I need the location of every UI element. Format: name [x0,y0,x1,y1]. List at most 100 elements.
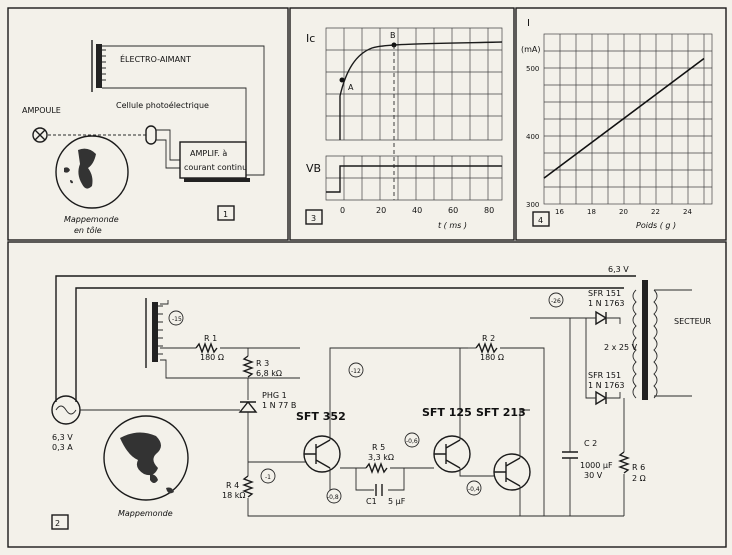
fig2-number-box [51,514,69,530]
r1-value: 180 Ω [200,353,224,362]
transformer-25v-label: 2 x 25 V [604,343,638,352]
fig4-ytick-label: 500 [526,65,539,73]
electromagnet2-icon [152,302,158,362]
node-m15 [168,310,184,326]
node-m04-label: -0,4 [468,486,480,493]
lamp-voltage-label: 6,3 V [52,433,73,442]
resistor-r6 [618,451,630,474]
fig3-tick-20: 20 [376,206,386,215]
node-m26-label: -26 [551,298,561,305]
amplifier-label-1: AMPLIF. à [190,149,227,158]
globe-label-2: en tôle [74,225,102,235]
c1-value: 5 µF [388,497,406,506]
lamp-label: AMPOULE [22,106,61,115]
fig3-number-box [305,209,323,225]
point-b-label: B [390,31,396,40]
fig4-xtick-label: 16 [555,208,564,216]
electromagnet-label: ÉLECTRO-AIMANT [120,53,191,64]
c2-value-1: 1000 µF [580,461,613,470]
fig3-x-label: t ( ms ) [438,221,467,230]
resistor-r2 [475,342,498,354]
r5-label: R 5 [372,443,385,452]
fig3-tick-60: 60 [448,206,458,215]
fig1-drawing [32,40,265,221]
panel-fig4 [515,7,727,241]
node-m06-label: -0,6 [406,438,418,445]
node-m06 [404,432,420,448]
diode-d1-ref: 1 N 1763 [588,299,625,308]
lamp-icon [32,127,48,143]
fig2-number: 2 [55,519,60,528]
electromagnet-coil-icon [96,44,102,88]
c2-value-2: 30 V [584,471,603,480]
resistor-r4 [242,475,254,498]
fig3-tick-80: 80 [484,206,494,215]
fig4-ytick-label: 300 [526,201,539,209]
amplifier-box [179,141,247,179]
node-m12 [348,362,364,378]
panel-fig2 [7,241,727,548]
r6-value: 2 Ω [632,474,646,483]
node-m04 [466,480,482,496]
fig3-number: 3 [311,214,316,223]
fig4-series [543,57,705,179]
r4-value: 18 kΩ [222,491,245,500]
fig4-grid [543,33,713,205]
phg-label: PHG 1 [262,391,287,400]
r6-label: R 6 [632,463,645,472]
fig3-tick-40: 40 [412,206,422,215]
globe2-icon [103,415,189,501]
node-m15-label: -15 [172,316,182,323]
diode-d2 [595,390,608,406]
diode-d1-label: SFR 151 [588,289,621,298]
capacitor-c2 [562,451,578,459]
capacitor-c1 [375,484,383,496]
lamp-current-label: 0,3 A [52,443,73,452]
node-m1-label: -1 [265,474,271,481]
fig3-grid-bottom [325,155,503,201]
c2-label: C 2 [584,439,597,448]
vb-axis-label: VB [306,162,321,175]
point-a [339,77,345,83]
fig3-grid-top [325,27,503,141]
photodiode-icon [238,400,258,413]
fig4-y-unit: (mA) [521,45,541,54]
fig4-xtick-label: 20 [619,208,628,216]
fig4-x-label: Poids ( g ) [636,221,676,230]
diode-d2-ref: 1 N 1763 [588,381,625,390]
node-m12-label: -12 [351,368,361,375]
r5-value: 3,3 kΩ [368,453,394,462]
node-m26 [548,292,564,308]
transistor-t3-label: SFT 213 [476,406,526,419]
r1-label: R 1 [204,334,217,343]
phg-ref: 1 N 77 B [262,401,296,410]
transformer-63v-label: 6,3 V [608,265,629,274]
diode-d1 [595,310,608,326]
fig4-xtick-label: 18 [587,208,596,216]
resistor-r5 [365,462,388,474]
panel-fig3 [289,7,515,241]
fig4-y-label: I [527,18,530,29]
diode-d2-label: SFR 151 [588,371,621,380]
c1-label: C1 [366,497,377,506]
r3-label: R 3 [256,359,269,368]
node-m08 [326,488,342,504]
r4-label: R 4 [226,481,239,490]
globe-icon [55,135,129,209]
point-a-label: A [348,83,354,92]
transformer-core-icon [642,280,648,400]
node-m08-label: -0,8 [327,494,339,501]
fig2-schematic [51,275,692,530]
amplifier-label-2: courant continu [184,163,247,172]
globe2-label: Mappemonde [118,509,173,518]
ic-curve [339,41,503,140]
fig4-xtick-label: 24 [683,208,692,216]
transistor-t1-label: SFT 352 [296,410,346,423]
transistor-t2-label: SFT 125 [422,406,472,419]
fig1-number-box [217,205,235,221]
fig4-number-box [532,211,550,227]
